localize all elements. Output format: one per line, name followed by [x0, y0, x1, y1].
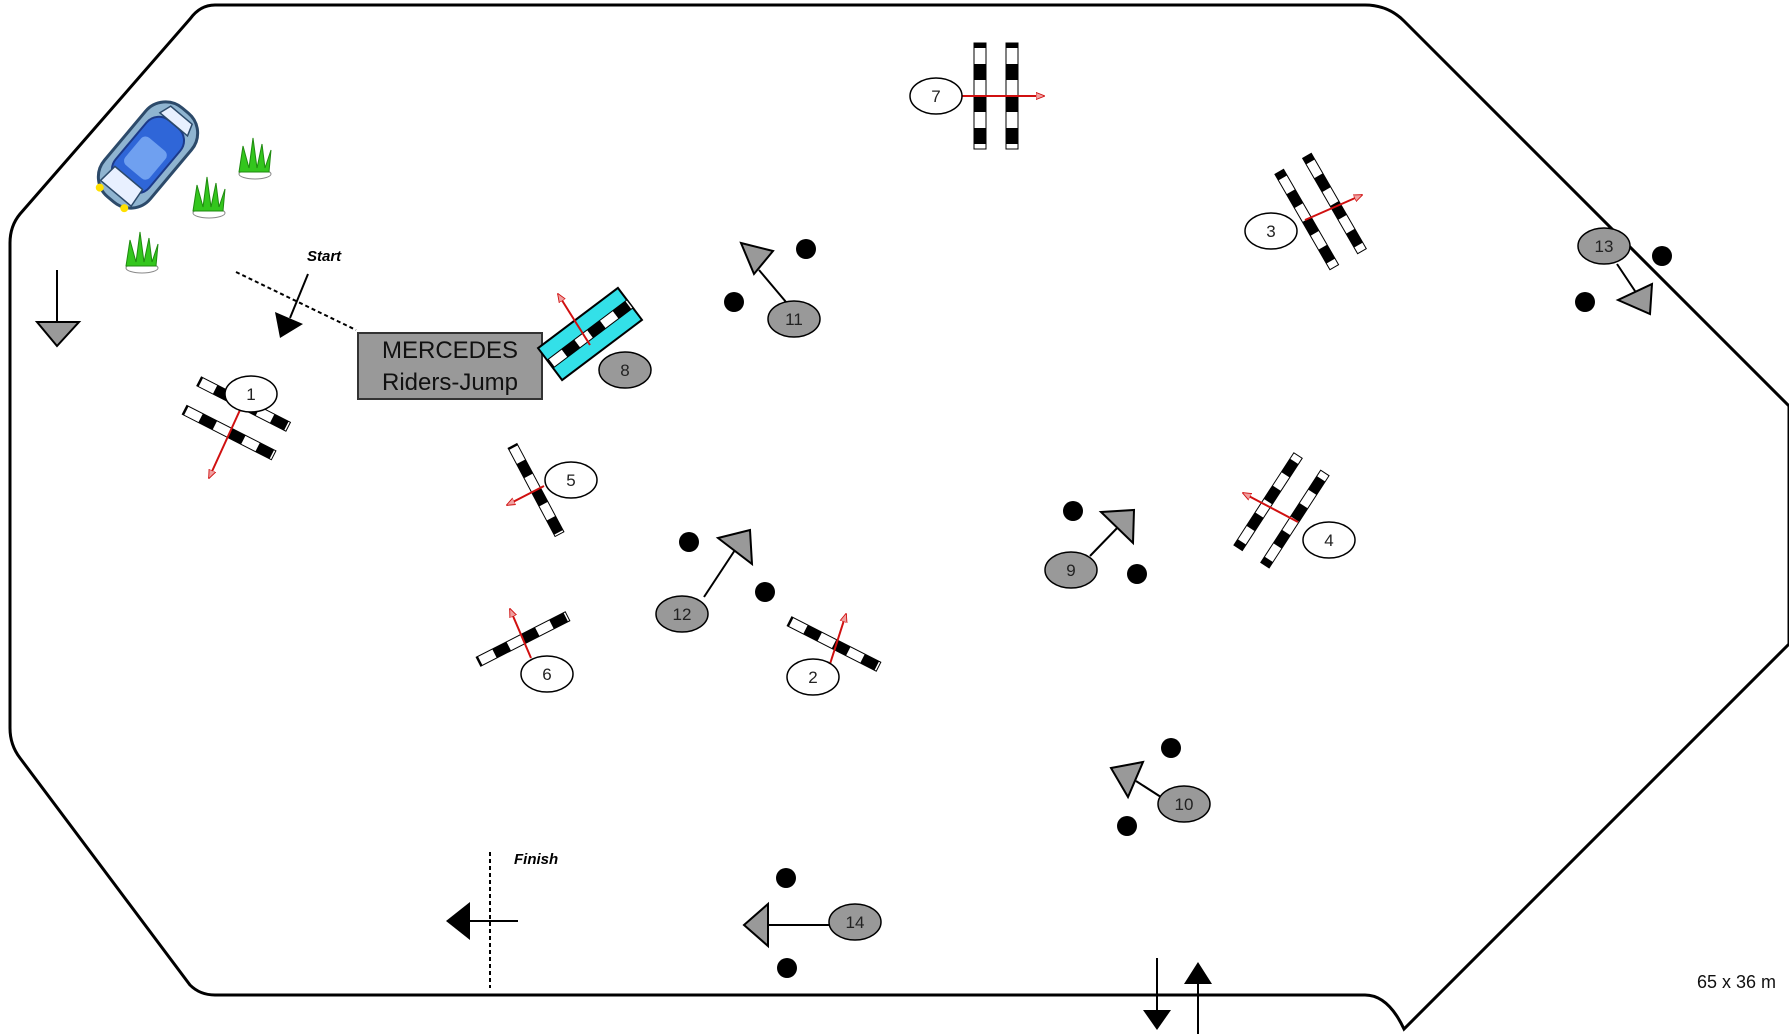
obstacle-1: 1 — [181, 375, 292, 478]
obstacle-10: 10 — [1109, 738, 1211, 836]
arena-dimensions: 65 x 36 m — [1697, 972, 1776, 992]
car-icon — [95, 100, 200, 213]
obstacle-11: 11 — [724, 239, 821, 338]
plant-icon — [192, 176, 226, 219]
sponsor-banner: MERCEDES Riders-Jump — [357, 332, 543, 400]
banner-line-2: Riders-Jump — [382, 369, 518, 396]
finish-arrow — [446, 902, 518, 940]
obstacle-8: 8 — [536, 286, 652, 389]
obstacle-4: 4 — [1233, 452, 1356, 569]
obstacle-14-number: 14 — [846, 913, 865, 932]
plant-icon — [125, 231, 159, 274]
obstacle-9-number: 9 — [1066, 561, 1075, 580]
obstacle-3-number: 3 — [1266, 222, 1275, 241]
start-arrow — [275, 273, 309, 338]
obstacle-5-number: 5 — [566, 471, 575, 490]
obstacle-2: 2 — [786, 614, 882, 696]
banner-line-1: MERCEDES — [382, 337, 518, 364]
obstacle-12: 12 — [655, 528, 775, 633]
plant-icon — [238, 137, 272, 180]
obstacle-4-number: 4 — [1324, 531, 1333, 550]
finish-label: Finish — [514, 851, 558, 868]
obstacle-8-number: 8 — [620, 361, 629, 380]
obstacle-5: 5 — [507, 442, 598, 538]
obstacle-12-number: 12 — [673, 605, 692, 624]
obstacle-9: 9 — [1044, 501, 1147, 589]
exit-arrows — [1143, 958, 1212, 1034]
obstacle-1-number: 1 — [246, 385, 255, 404]
obstacle-7: 7 — [909, 42, 1044, 150]
arena-outline — [8, 3, 1789, 1032]
obstacle-6-number: 6 — [542, 665, 551, 684]
start-label: Start — [307, 248, 342, 265]
obstacle-2-number: 2 — [808, 668, 817, 687]
obstacle-13: 13 — [1575, 227, 1672, 316]
obstacle-14: 14 — [742, 868, 882, 978]
entry-arrow — [34, 270, 82, 348]
obstacle-6: 6 — [475, 609, 574, 693]
obstacle-10-number: 10 — [1175, 795, 1194, 814]
obstacle-11-number: 11 — [785, 310, 803, 329]
obstacle-7-number: 7 — [931, 87, 940, 106]
obstacle-3: 3 — [1244, 152, 1367, 271]
obstacle-13-number: 13 — [1595, 237, 1614, 256]
